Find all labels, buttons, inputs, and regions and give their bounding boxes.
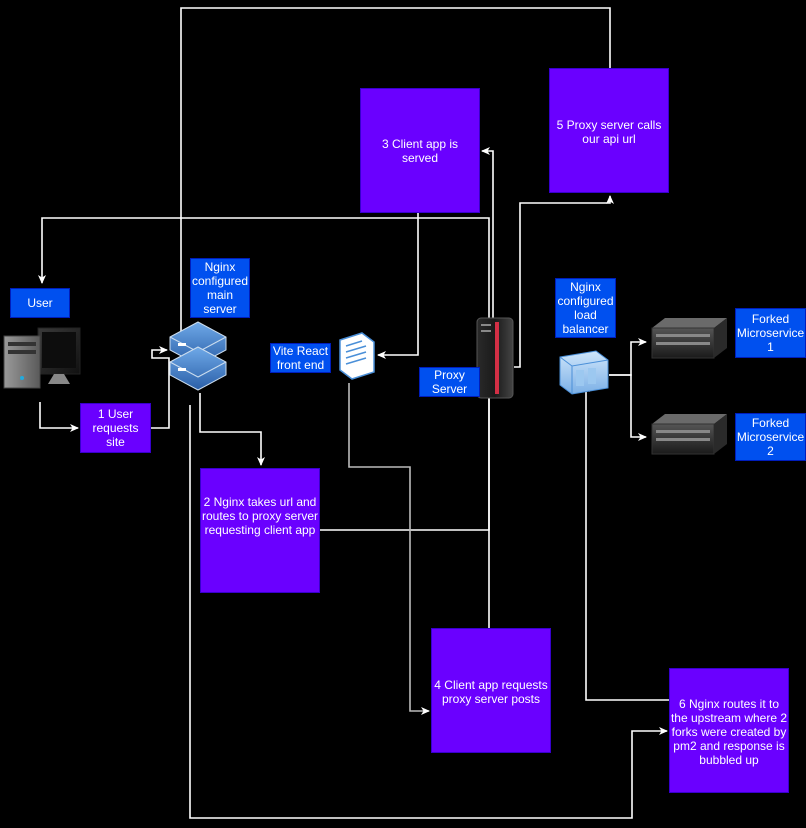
connector-step1-to-nginx xyxy=(151,346,170,429)
microservice-1-label-text: Forked Microservice 1 xyxy=(736,312,805,354)
microservice-2-label-text: Forked Microservice 2 xyxy=(736,416,805,458)
proxy-label: Proxy Server xyxy=(419,367,480,397)
user-label: User xyxy=(10,288,70,318)
step-4-text: 4 Client app requests proxy server posts xyxy=(434,678,548,706)
proxy-tower-icon xyxy=(476,317,514,399)
step-1-text: 1 User requests site xyxy=(92,407,139,449)
load-balancer-icon xyxy=(559,350,609,395)
step-3-box: 3 Client app is served xyxy=(360,88,480,213)
nginx-main-label: Nginx configured main server xyxy=(190,258,250,318)
server-stack-icon xyxy=(169,321,227,391)
connector-proxy-to-step3 xyxy=(481,147,494,320)
connector-lb-to-ms1 xyxy=(609,338,647,376)
user-label-text: User xyxy=(27,296,53,310)
step-2-box: 2 Nginx takes url and routes to proxy se… xyxy=(200,468,320,593)
connector-lb-to-ms2 xyxy=(609,374,647,441)
step-3-text: 3 Client app is served xyxy=(381,137,459,165)
vite-label: Vite React front end xyxy=(270,343,331,373)
step-6-box: 6 Nginx routes it to the upstream where … xyxy=(669,668,789,793)
connector-step6-to-lb xyxy=(582,383,669,701)
nginx-lb-label-text: Nginx configured load balancer xyxy=(557,280,614,336)
step-4-box: 4 Client app requests proxy server posts xyxy=(431,628,551,753)
connector-step2-to-proxy xyxy=(320,383,493,531)
connector-proxy-to-user xyxy=(38,217,490,397)
rack-server-icon xyxy=(651,318,727,359)
connector-vite-to-step4 xyxy=(348,383,430,715)
connector-nginx-to-step2 xyxy=(199,393,265,466)
step-1-box: 1 User requests site xyxy=(80,403,151,453)
rack-server-icon xyxy=(651,414,727,455)
connector-top-loop xyxy=(180,7,611,340)
step-2-text: 2 Nginx takes url and routes to proxy se… xyxy=(201,494,319,537)
vite-label-text: Vite React front end xyxy=(272,344,329,372)
step-6-text: 6 Nginx routes it to the upstream where … xyxy=(670,697,788,767)
connector-proxy-to-step5 xyxy=(514,195,614,368)
document-icon xyxy=(339,332,375,380)
nginx-main-label-text: Nginx configured main server xyxy=(191,260,249,316)
step-5-text: 5 Proxy server calls our api url xyxy=(556,118,662,146)
connector-step3-to-vite xyxy=(377,213,419,359)
proxy-label-text: Proxy Server xyxy=(431,368,468,396)
connector-user-to-step1 xyxy=(39,402,79,432)
step-5-box: 5 Proxy server calls our api url xyxy=(549,68,669,193)
microservice-2-label: Forked Microservice 2 xyxy=(735,413,806,461)
microservice-1-label: Forked Microservice 1 xyxy=(735,308,806,358)
desktop-computer-icon xyxy=(3,327,81,389)
connector-nginx-to-step6 xyxy=(189,405,668,819)
nginx-lb-label: Nginx configured load balancer xyxy=(555,278,616,338)
